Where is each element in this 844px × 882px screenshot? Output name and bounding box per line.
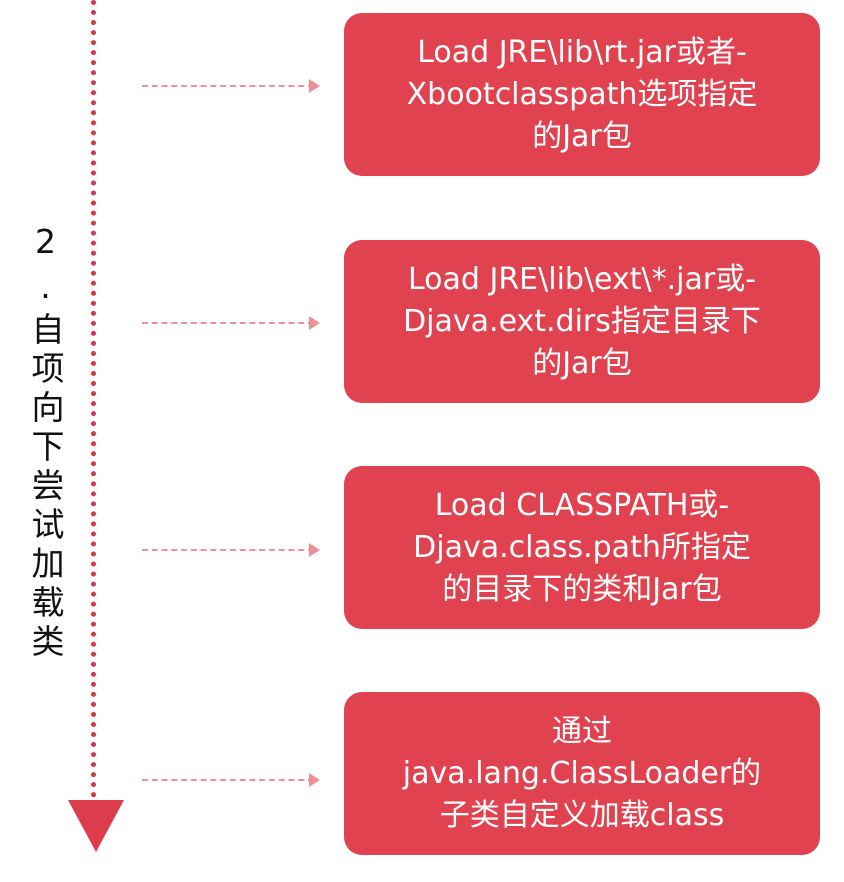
arrow-head-icon xyxy=(309,316,320,330)
dashed-arrow-2 xyxy=(142,316,320,330)
application-loader-text: Load CLASSPATH或- Djava.class.path所指定 的目录… xyxy=(413,487,751,607)
extension-loader-box: Load JRE\lib\ext\*.jar或- Djava.ext.dirs指… xyxy=(344,240,820,403)
down-arrow-icon xyxy=(68,800,124,852)
vertical-dotted-line xyxy=(91,0,96,808)
custom-loader-text: 通过 java.lang.ClassLoader的 子类自定义加载class xyxy=(402,713,762,833)
custom-loader-box: 通过 java.lang.ClassLoader的 子类自定义加载class xyxy=(344,692,820,855)
arrow-head-icon xyxy=(309,543,320,557)
bootstrap-loader-box: Load JRE\lib\rt.jar或者- Xbootclasspath选项指… xyxy=(344,13,820,176)
application-loader-box: Load CLASSPATH或- Djava.class.path所指定 的目录… xyxy=(344,466,820,629)
arrow-head-icon xyxy=(309,79,320,93)
dashed-arrow-4 xyxy=(142,773,320,787)
bootstrap-loader-text: Load JRE\lib\rt.jar或者- Xbootclasspath选项指… xyxy=(406,34,758,154)
arrow-head-icon xyxy=(309,773,320,787)
dashed-arrow-3 xyxy=(142,543,320,557)
extension-loader-text: Load JRE\lib\ext\*.jar或- Djava.ext.dirs指… xyxy=(403,261,761,381)
dashed-arrow-1 xyxy=(142,79,320,93)
direction-label: 2.自项向下尝试加载类 xyxy=(26,222,65,663)
